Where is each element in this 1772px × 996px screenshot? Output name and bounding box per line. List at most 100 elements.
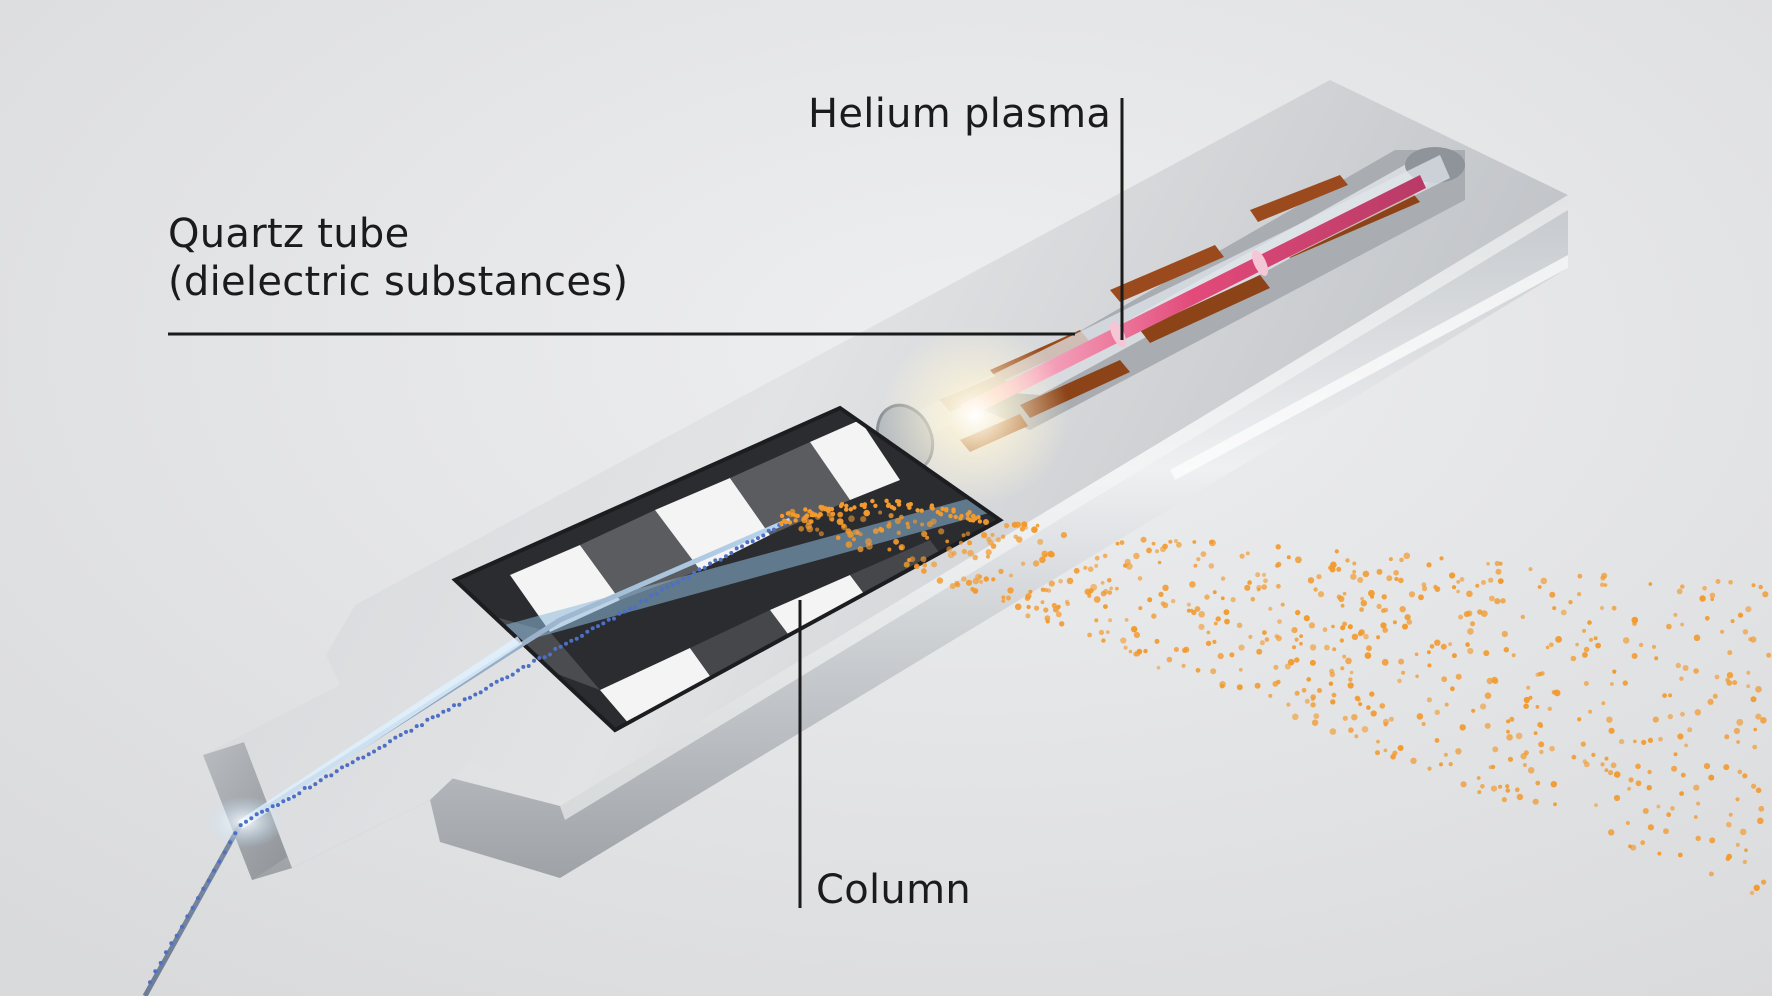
analyte-particle bbox=[1622, 637, 1630, 644]
analyte-particle bbox=[1514, 787, 1520, 793]
analyte-particle bbox=[1608, 770, 1614, 776]
analyte-particle bbox=[1533, 731, 1538, 735]
analyte-particle bbox=[793, 518, 798, 523]
analyte-particle bbox=[1310, 694, 1316, 700]
analyte-particle bbox=[1322, 627, 1328, 633]
analyte-particle bbox=[1268, 606, 1273, 611]
analyte-particle bbox=[922, 562, 928, 568]
analyte-particle bbox=[1501, 797, 1507, 803]
column-particle bbox=[542, 655, 547, 660]
column-particle bbox=[249, 816, 254, 821]
column-particle bbox=[718, 557, 723, 562]
analyte-particle bbox=[1604, 756, 1609, 761]
analyte-particle bbox=[1427, 766, 1432, 771]
column-particle bbox=[590, 626, 595, 631]
column-particle bbox=[766, 528, 771, 533]
analyte-particle bbox=[829, 506, 835, 512]
analyte-particle bbox=[1628, 777, 1634, 783]
column-particle bbox=[489, 682, 494, 687]
column-particle bbox=[521, 664, 526, 669]
analyte-particle bbox=[1354, 734, 1359, 739]
analyte-particle bbox=[783, 519, 788, 524]
analyte-particle bbox=[1537, 722, 1543, 728]
analyte-particle bbox=[1000, 534, 1006, 539]
analyte-particle bbox=[1751, 783, 1757, 789]
analyte-particle bbox=[1751, 583, 1756, 588]
column-particle bbox=[228, 840, 232, 845]
analyte-particle bbox=[1140, 536, 1147, 543]
analyte-particle bbox=[1456, 589, 1460, 594]
analyte-particle bbox=[1742, 859, 1748, 865]
analyte-particle bbox=[1001, 599, 1006, 603]
column-particle bbox=[676, 580, 680, 585]
analyte-particle bbox=[1375, 750, 1380, 756]
analyte-particle bbox=[1317, 591, 1325, 598]
analyte-particle bbox=[1426, 697, 1432, 703]
analyte-particle bbox=[1291, 627, 1298, 634]
analyte-particle bbox=[857, 546, 864, 553]
analyte-particle bbox=[1699, 595, 1706, 602]
analyte-particle bbox=[1570, 655, 1577, 662]
analyte-particle bbox=[1359, 607, 1364, 612]
analyte-particle bbox=[1244, 584, 1251, 591]
analyte-particle bbox=[1422, 586, 1428, 592]
analyte-particle bbox=[1186, 608, 1191, 613]
analyte-particle bbox=[1020, 561, 1026, 566]
analyte-particle bbox=[1725, 856, 1731, 862]
analyte-particle bbox=[1744, 848, 1748, 852]
analyte-particle bbox=[1360, 600, 1368, 607]
analyte-particle bbox=[1679, 676, 1684, 681]
analyte-particle bbox=[1608, 829, 1615, 836]
column-particle bbox=[436, 713, 440, 718]
analyte-particle bbox=[1273, 664, 1279, 670]
analyte-particle bbox=[1094, 563, 1099, 568]
column-particle bbox=[350, 760, 355, 765]
analyte-particle bbox=[1292, 645, 1296, 650]
analyte-particle bbox=[1537, 585, 1542, 589]
analyte-particle bbox=[1301, 687, 1307, 693]
analyte-particle bbox=[779, 513, 785, 519]
analyte-particle bbox=[931, 561, 938, 568]
analyte-particle bbox=[1261, 584, 1267, 590]
column-particle bbox=[270, 804, 275, 809]
analyte-particle bbox=[1736, 718, 1744, 726]
analyte-particle bbox=[1236, 684, 1243, 691]
analyte-particle bbox=[1680, 772, 1686, 778]
analyte-particle bbox=[1025, 613, 1031, 619]
analyte-particle bbox=[961, 576, 967, 582]
analyte-particle bbox=[1220, 596, 1225, 601]
analyte-particle bbox=[907, 502, 912, 507]
column-tile bbox=[690, 610, 800, 690]
analyte-particle bbox=[1601, 572, 1608, 579]
analyte-particle bbox=[851, 537, 857, 542]
analyte-particle bbox=[1200, 551, 1207, 557]
analyte-particle bbox=[1313, 587, 1318, 592]
analyte-particle bbox=[1677, 852, 1683, 858]
analyte-particle bbox=[1151, 541, 1156, 546]
analyte-particle bbox=[1007, 587, 1014, 594]
analyte-particle bbox=[1494, 560, 1500, 567]
analyte-particle bbox=[894, 517, 902, 525]
analyte-particle bbox=[1238, 644, 1245, 651]
analyte-particle bbox=[1123, 645, 1128, 650]
column-particle bbox=[681, 576, 686, 581]
analyte-particle bbox=[1393, 570, 1399, 576]
analyte-particle bbox=[1255, 572, 1261, 578]
analyte-particle bbox=[1657, 851, 1662, 856]
column-particle bbox=[446, 707, 451, 712]
analyte-particle bbox=[1742, 629, 1749, 635]
analyte-particle bbox=[1399, 606, 1406, 613]
analyte-particle bbox=[860, 516, 867, 523]
column-particle bbox=[265, 808, 270, 812]
analyte-particle bbox=[1219, 681, 1226, 688]
analyte-particle bbox=[1120, 637, 1127, 644]
analyte-particle bbox=[816, 513, 822, 519]
column-particle bbox=[484, 686, 488, 691]
analyte-particle bbox=[1025, 593, 1032, 600]
analyte-particle bbox=[983, 519, 989, 525]
analyte-particle bbox=[1348, 727, 1354, 733]
analyte-particle bbox=[1158, 591, 1164, 598]
analyte-particle bbox=[1560, 609, 1567, 616]
column-particle bbox=[318, 778, 323, 783]
analyte-particle bbox=[1052, 606, 1059, 613]
